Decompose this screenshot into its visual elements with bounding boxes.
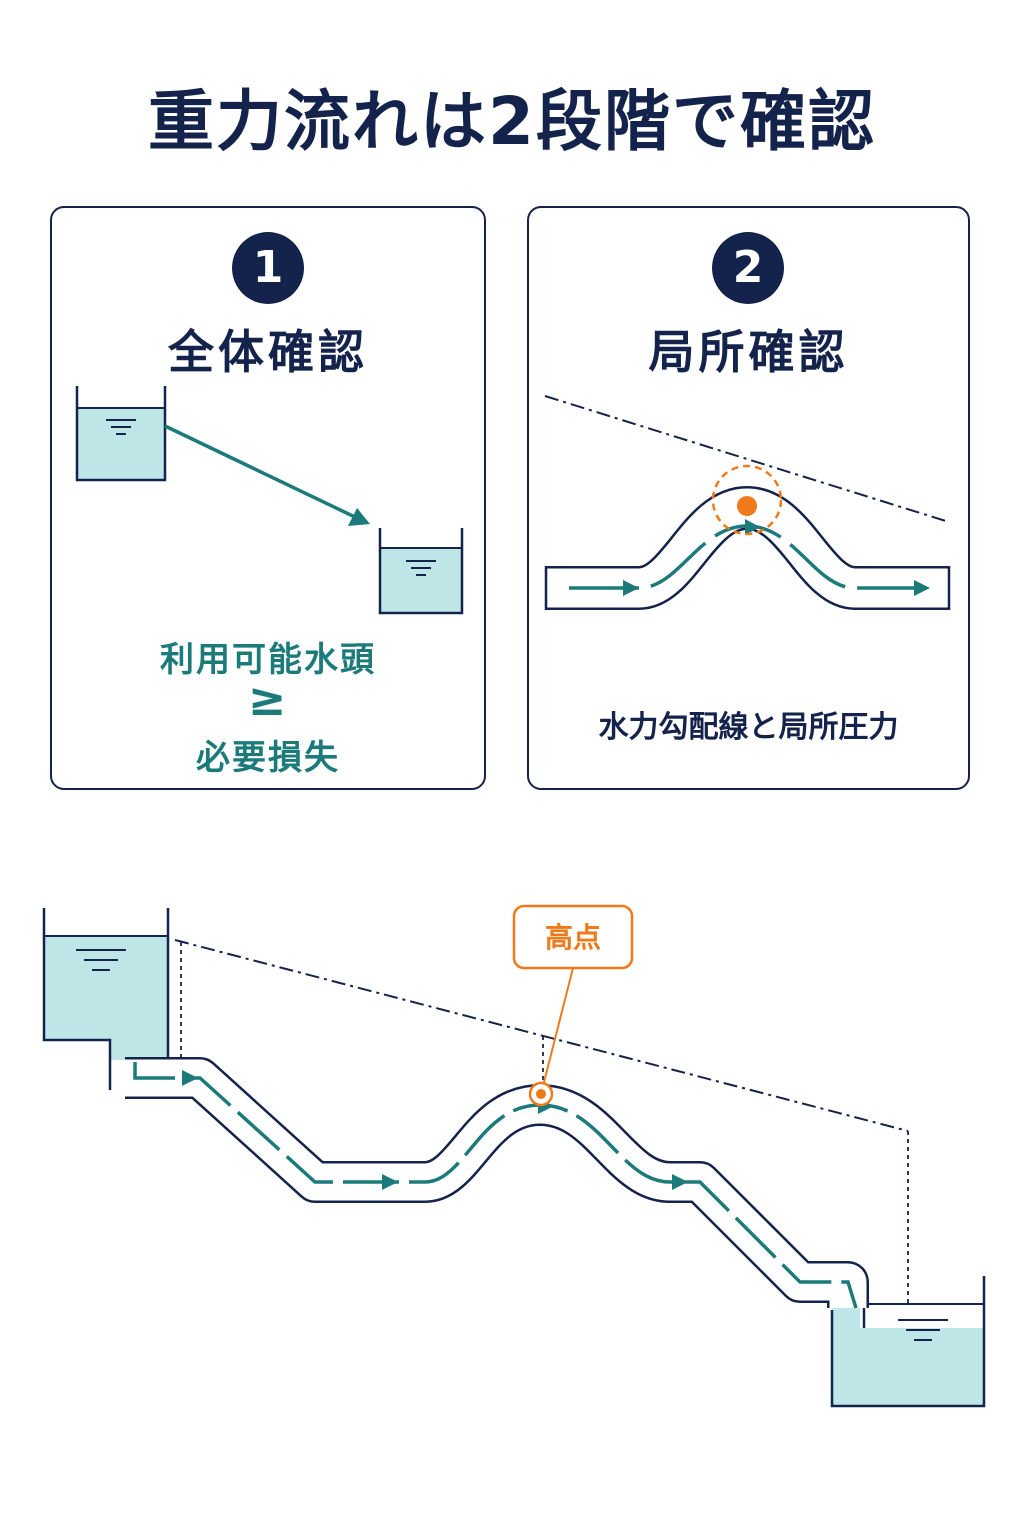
overall-check-panel: 1 全体確認 — [50, 206, 486, 790]
flow-arrowhead-icon — [914, 580, 930, 596]
local-check-title: 局所確認 — [648, 325, 849, 379]
local-check-diagram — [544, 395, 951, 610]
flow-arrowhead-icon — [672, 1174, 688, 1190]
lower-tank — [378, 528, 464, 615]
flow-arrowhead-icon — [182, 1070, 198, 1086]
flow-arrowhead-icon — [382, 1174, 398, 1190]
water-level-icon — [898, 1319, 948, 1341]
local-check-caption: 水力勾配線と局所圧力 — [598, 710, 899, 745]
hydraulic-grade-line — [174, 939, 909, 1305]
step-2-badge: 2 — [712, 232, 784, 304]
pipeline — [125, 1057, 869, 1308]
greater-equal-sign: ≥ — [247, 672, 289, 726]
flow-arrowhead-icon — [745, 519, 760, 535]
local-check-panel: 2 局所確認 水力勾配線と局所圧力 — [527, 206, 970, 790]
hydraulic-grade-line — [544, 395, 950, 523]
lower-reservoir — [830, 1276, 986, 1408]
step-1-badge: 1 — [232, 232, 304, 304]
water-level-icon — [106, 419, 136, 435]
high-point-label: 高点 — [545, 921, 601, 954]
overall-check-title: 全体確認 — [168, 325, 368, 379]
high-point-callout: 高点 — [512, 904, 634, 970]
required-loss-label: 必要損失 — [196, 738, 340, 778]
gravity-flow-system-diagram: 高点 — [42, 904, 986, 1408]
overall-check-diagram — [75, 386, 464, 615]
water-level-icon — [76, 949, 126, 971]
flow-arrowhead-icon — [623, 580, 639, 596]
available-head-label: 利用可能水頭 — [160, 640, 376, 680]
page-title: 重力流れは2段階で確認 — [148, 83, 876, 160]
upper-tank — [75, 386, 167, 482]
high-point-marker — [711, 464, 783, 536]
water-level-icon — [406, 560, 436, 576]
flow-arrow — [164, 424, 370, 526]
high-point-marker — [528, 967, 574, 1107]
flow-arrows — [569, 519, 930, 596]
upper-reservoir — [42, 908, 170, 1090]
